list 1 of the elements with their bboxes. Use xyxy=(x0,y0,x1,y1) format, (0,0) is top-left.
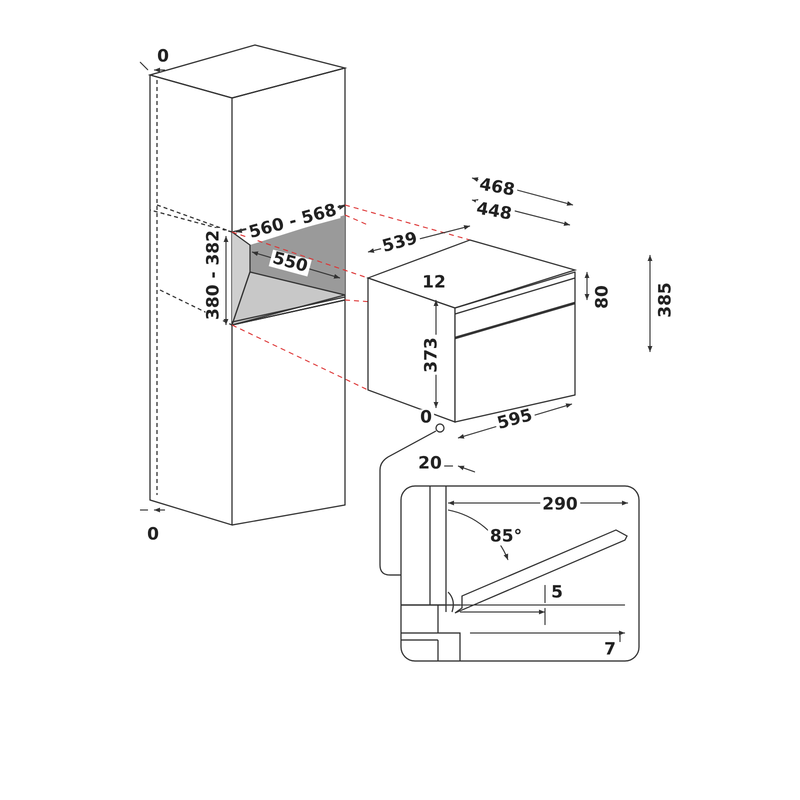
dimension-value: 380 - 382 xyxy=(206,228,222,322)
